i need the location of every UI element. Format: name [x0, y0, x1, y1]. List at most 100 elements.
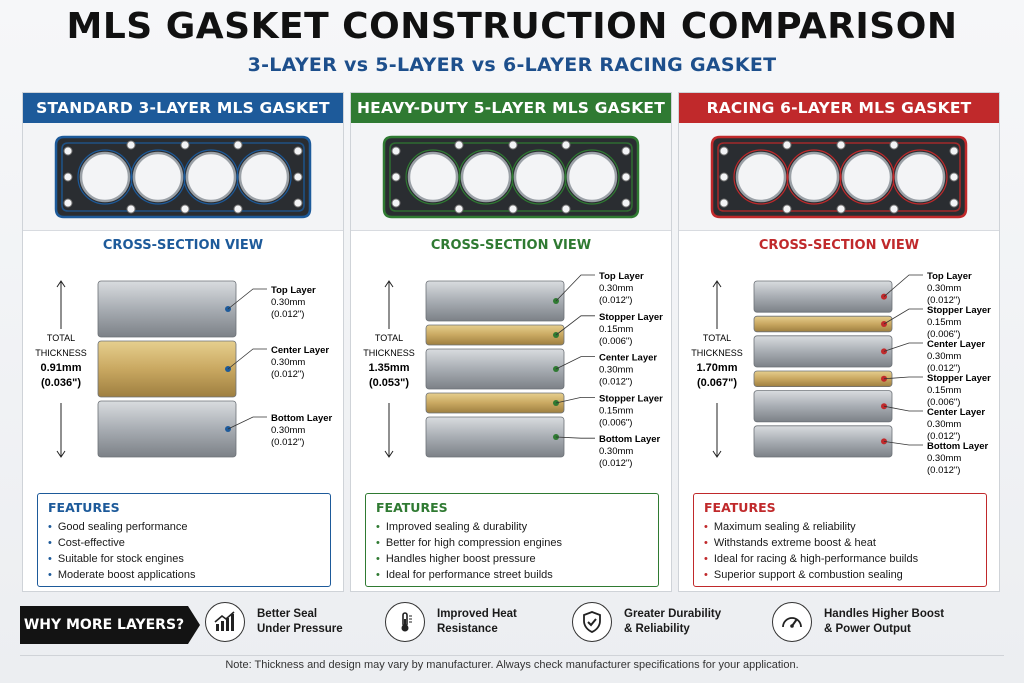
total-thickness-text: TOTAL	[47, 333, 75, 343]
callout-line	[883, 274, 923, 297]
total-label-bg	[687, 329, 749, 403]
layer-thickness: 0.30mm	[271, 357, 305, 368]
arrow-head	[56, 280, 66, 288]
callout-line	[555, 315, 595, 336]
features-box: FEATURES Improved sealing & durabilityBet…	[365, 493, 659, 587]
layer-thickness: (0.012")	[271, 369, 304, 380]
callout-line	[883, 405, 923, 412]
arrow-head	[712, 450, 722, 458]
feature-item: Moderate boost applications	[48, 567, 320, 583]
layer-thickness: (0.012")	[271, 437, 304, 448]
benefit-better-seal: Better Seal Under Pressure	[205, 602, 343, 642]
page-subtitle: 3-LAYER vs 5-LAYER vs 6-LAYER RACING GAS…	[247, 54, 777, 76]
layer-name: Bottom Layer	[599, 434, 661, 445]
feature-item: Good sealing performance	[48, 519, 320, 535]
total-label-bg	[31, 329, 93, 403]
shield-check-icon	[572, 602, 612, 642]
layer-bar	[753, 280, 893, 313]
layer-name: Bottom Layer	[927, 441, 989, 452]
layer-thickness: 0.30mm	[599, 365, 633, 376]
total-thickness-text: TOTAL	[703, 333, 731, 343]
features-title: FEATURES	[704, 500, 776, 515]
why-more-layers-label: WHY MORE LAYERS?	[20, 606, 200, 644]
layer-thickness: (0.012")	[927, 465, 960, 476]
layer-bar	[97, 340, 237, 398]
layer-name: Stopper Layer	[927, 373, 991, 384]
callout-line	[555, 274, 595, 302]
layer-name: Stopper Layer	[599, 393, 663, 404]
layer-bar	[425, 324, 565, 346]
features-title: FEATURES	[376, 500, 448, 515]
gasket-panel-3: RACING 6-LAYER MLS GASKET CROSS-SECTION V…	[678, 92, 1000, 592]
layer-name: Bottom Layer	[271, 413, 333, 424]
page-title: MLS GASKET CONSTRUCTION COMPARISON	[66, 6, 958, 47]
layer-bar	[425, 392, 565, 414]
benefit-higher-boost: Handles Higher Boost & Power Output	[772, 602, 944, 642]
layer-bar	[97, 280, 237, 338]
arrow-head	[712, 280, 722, 288]
layer-thickness: 0.15mm	[599, 324, 633, 335]
footnote: Note: Thickness and design may vary by m…	[225, 659, 799, 671]
layer-bar	[753, 315, 893, 333]
layer-thickness: 0.30mm	[927, 283, 961, 294]
feature-item: Ideal for performance street builds	[376, 567, 648, 583]
layer-thickness: 0.30mm	[927, 419, 961, 430]
feature-item: Cost-effective	[48, 535, 320, 551]
feature-item: Maximum sealing & reliability	[704, 519, 976, 535]
layer-thickness: 0.30mm	[927, 351, 961, 362]
callout-line	[227, 288, 267, 310]
total-thickness-text: THICKNESS	[691, 348, 743, 358]
cross-section-title: CROSS-SECTION VIEW	[430, 238, 592, 253]
panel-header: RACING 6-LAYER MLS GASKET	[679, 93, 999, 123]
gasket-illustration	[351, 123, 671, 231]
layer-bar	[753, 370, 893, 388]
gasket-illustration	[679, 123, 999, 231]
layer-name: Center Layer	[927, 407, 985, 418]
layer-thickness: 0.30mm	[271, 297, 305, 308]
layer-thickness: 0.15mm	[599, 405, 633, 416]
features-title: FEATURES	[48, 500, 120, 515]
total-thickness-text: THICKNESS	[35, 348, 87, 358]
layer-thickness: (0.012")	[927, 431, 960, 442]
layer-thickness: 0.15mm	[927, 317, 961, 328]
layer-thickness: (0.012")	[599, 458, 632, 469]
layer-bar	[753, 390, 893, 423]
features-box: FEATURES Good sealing performanceCost-eff…	[37, 493, 331, 587]
callout-line	[883, 308, 923, 325]
benefit-text: Handles Higher Boost & Power Output	[824, 608, 945, 635]
feature-item: Better for high compression engines	[376, 535, 648, 551]
layer-bar	[753, 425, 893, 458]
layer-name: Center Layer	[927, 339, 985, 350]
callout-line	[227, 416, 267, 430]
panel-header: STANDARD 3-LAYER MLS GASKET	[23, 93, 343, 123]
layer-name: Top Layer	[927, 271, 972, 282]
layer-thickness: (0.012")	[927, 363, 960, 374]
callout-line	[883, 441, 923, 446]
total-thickness-text: (0.067")	[697, 377, 737, 389]
feature-item: Withstands extreme boost & heat	[704, 535, 976, 551]
layer-name: Top Layer	[271, 285, 316, 296]
layer-thickness: 0.30mm	[599, 446, 633, 457]
total-thickness-text: 0.91mm	[41, 362, 82, 374]
callout-line	[883, 376, 923, 380]
layer-bar	[753, 335, 893, 368]
features-box: FEATURES Maximum sealing & reliabilityWit…	[693, 493, 987, 587]
cross-section-title: CROSS-SECTION VIEW	[758, 238, 920, 253]
layer-thickness: 0.30mm	[599, 283, 633, 294]
divider	[20, 655, 1004, 656]
total-thickness-text: THICKNESS	[363, 348, 415, 358]
feature-item: Suitable for stock engines	[48, 551, 320, 567]
layer-thickness: (0.006")	[599, 336, 632, 347]
layer-bar	[425, 416, 565, 458]
feature-item: Improved sealing & durability	[376, 519, 648, 535]
layer-thickness: (0.012")	[271, 309, 304, 320]
thermometer-icon	[385, 602, 425, 642]
total-thickness-text: TOTAL	[375, 333, 403, 343]
layer-bar	[97, 400, 237, 458]
layer-thickness: (0.012")	[927, 295, 960, 306]
gasket-illustration	[23, 123, 343, 231]
